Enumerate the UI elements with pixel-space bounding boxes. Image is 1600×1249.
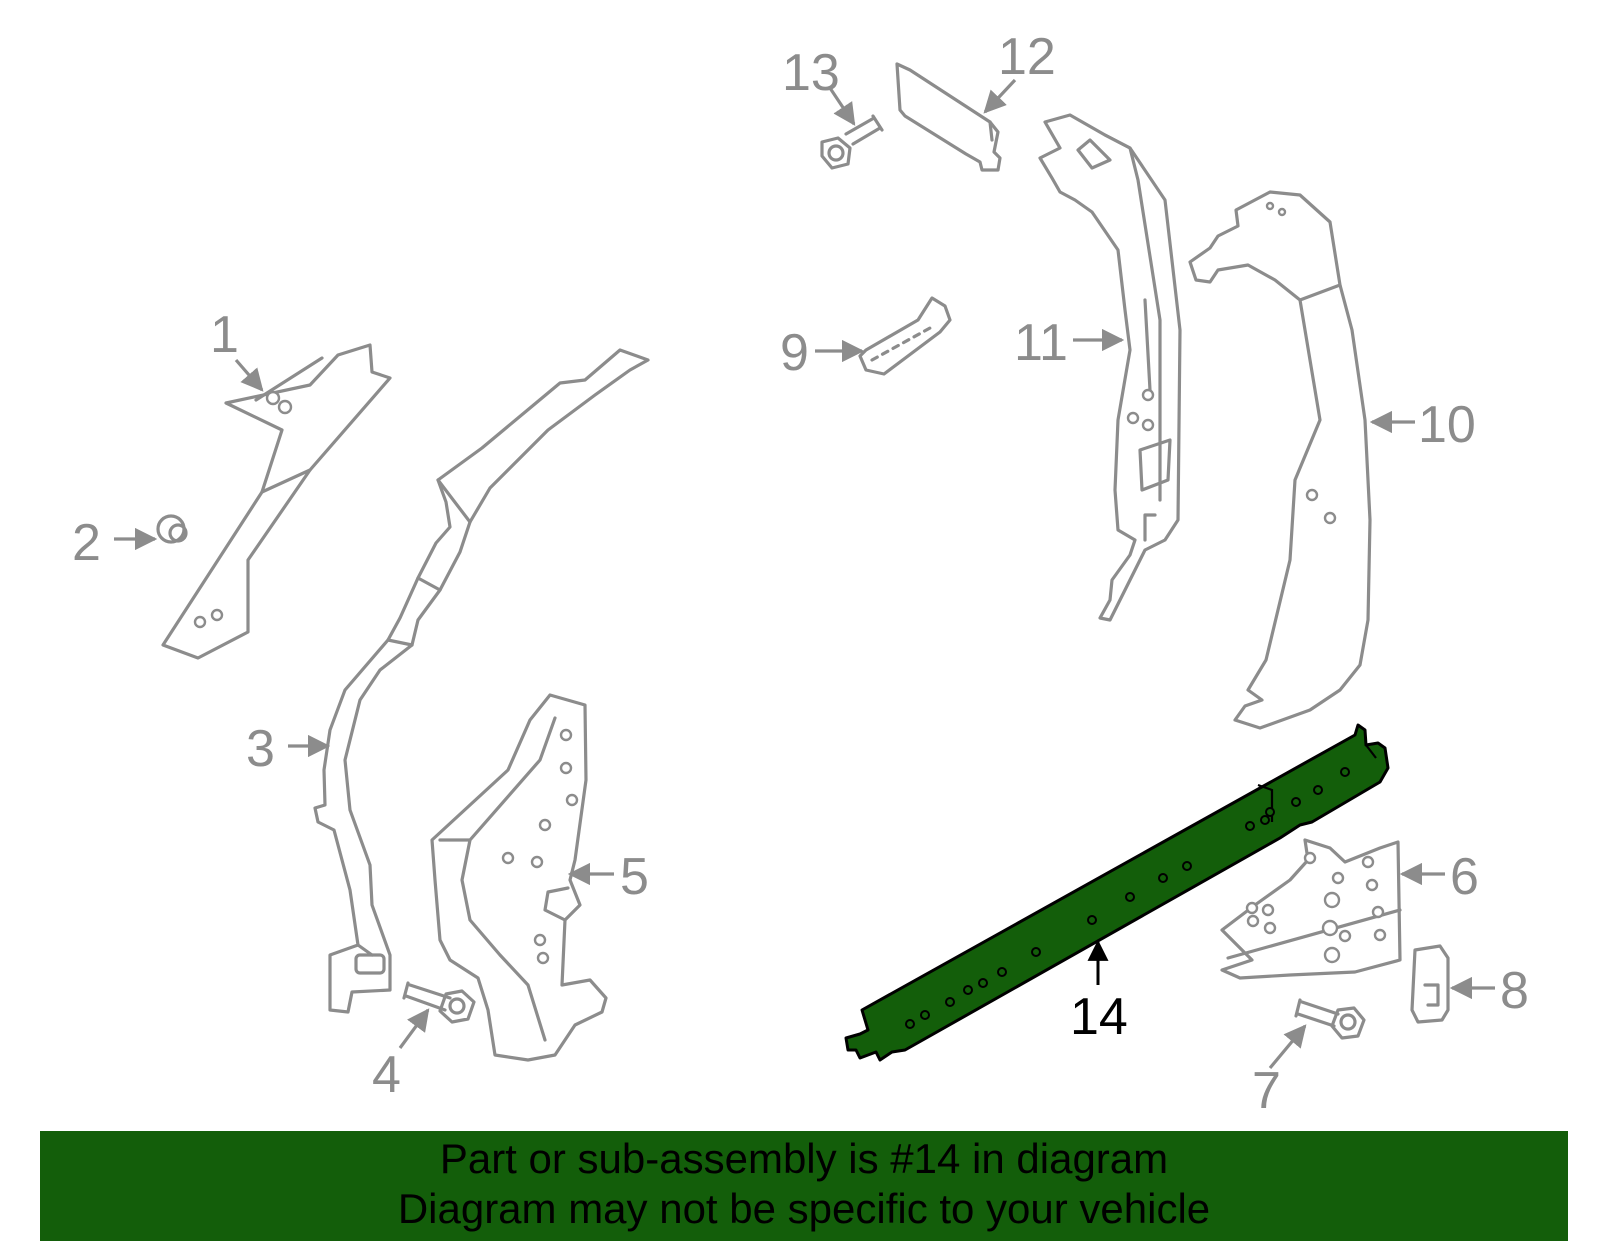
callout-8: 8 [1500,962,1529,1020]
part-3 [313,348,650,1014]
part-12 [895,62,1002,172]
arrow-13 [828,87,856,126]
banner-line-2: Diagram may not be specific to your vehi… [397,1185,1211,1232]
part-9 [858,296,952,376]
part-6 [1220,838,1402,980]
part-2 [156,514,188,544]
callout-13: 13 [782,44,840,102]
callout-5: 5 [620,848,649,906]
part-11 [1038,113,1182,622]
callout-10: 10 [1418,396,1476,454]
callout-3: 3 [246,720,275,778]
callout-2: 2 [72,514,101,572]
callout-4: 4 [372,1046,401,1104]
callout-14: 14 [1070,988,1128,1046]
callout-12: 12 [998,28,1056,86]
part-14 [844,723,1390,1062]
callout-11: 11 [1014,314,1068,372]
callout-labels: 1 2 3 4 5 6 7 8 9 10 11 12 13 14 [72,28,1529,1120]
arrow-7 [1268,1024,1307,1070]
banner-line-1: Part or sub-assembly is #14 in diagram [439,1135,1169,1182]
part-13 [820,114,884,170]
arrow-4 [398,1008,430,1049]
part-1 [161,343,392,660]
callout-6: 6 [1450,848,1479,906]
arrow-12 [983,78,1017,114]
part-8 [1410,944,1450,1024]
part-7 [1294,998,1366,1040]
callout-9: 9 [780,324,809,382]
leader-arrows [114,78,1495,1070]
callout-7: 7 [1252,1062,1281,1120]
part-5 [430,693,608,1062]
part-4 [402,981,476,1024]
highlight-banner: Part or sub-assembly is #14 in diagram D… [40,1131,1568,1241]
arrow-1 [234,358,264,392]
part-10 [1188,190,1372,730]
callout-1: 1 [210,306,239,364]
